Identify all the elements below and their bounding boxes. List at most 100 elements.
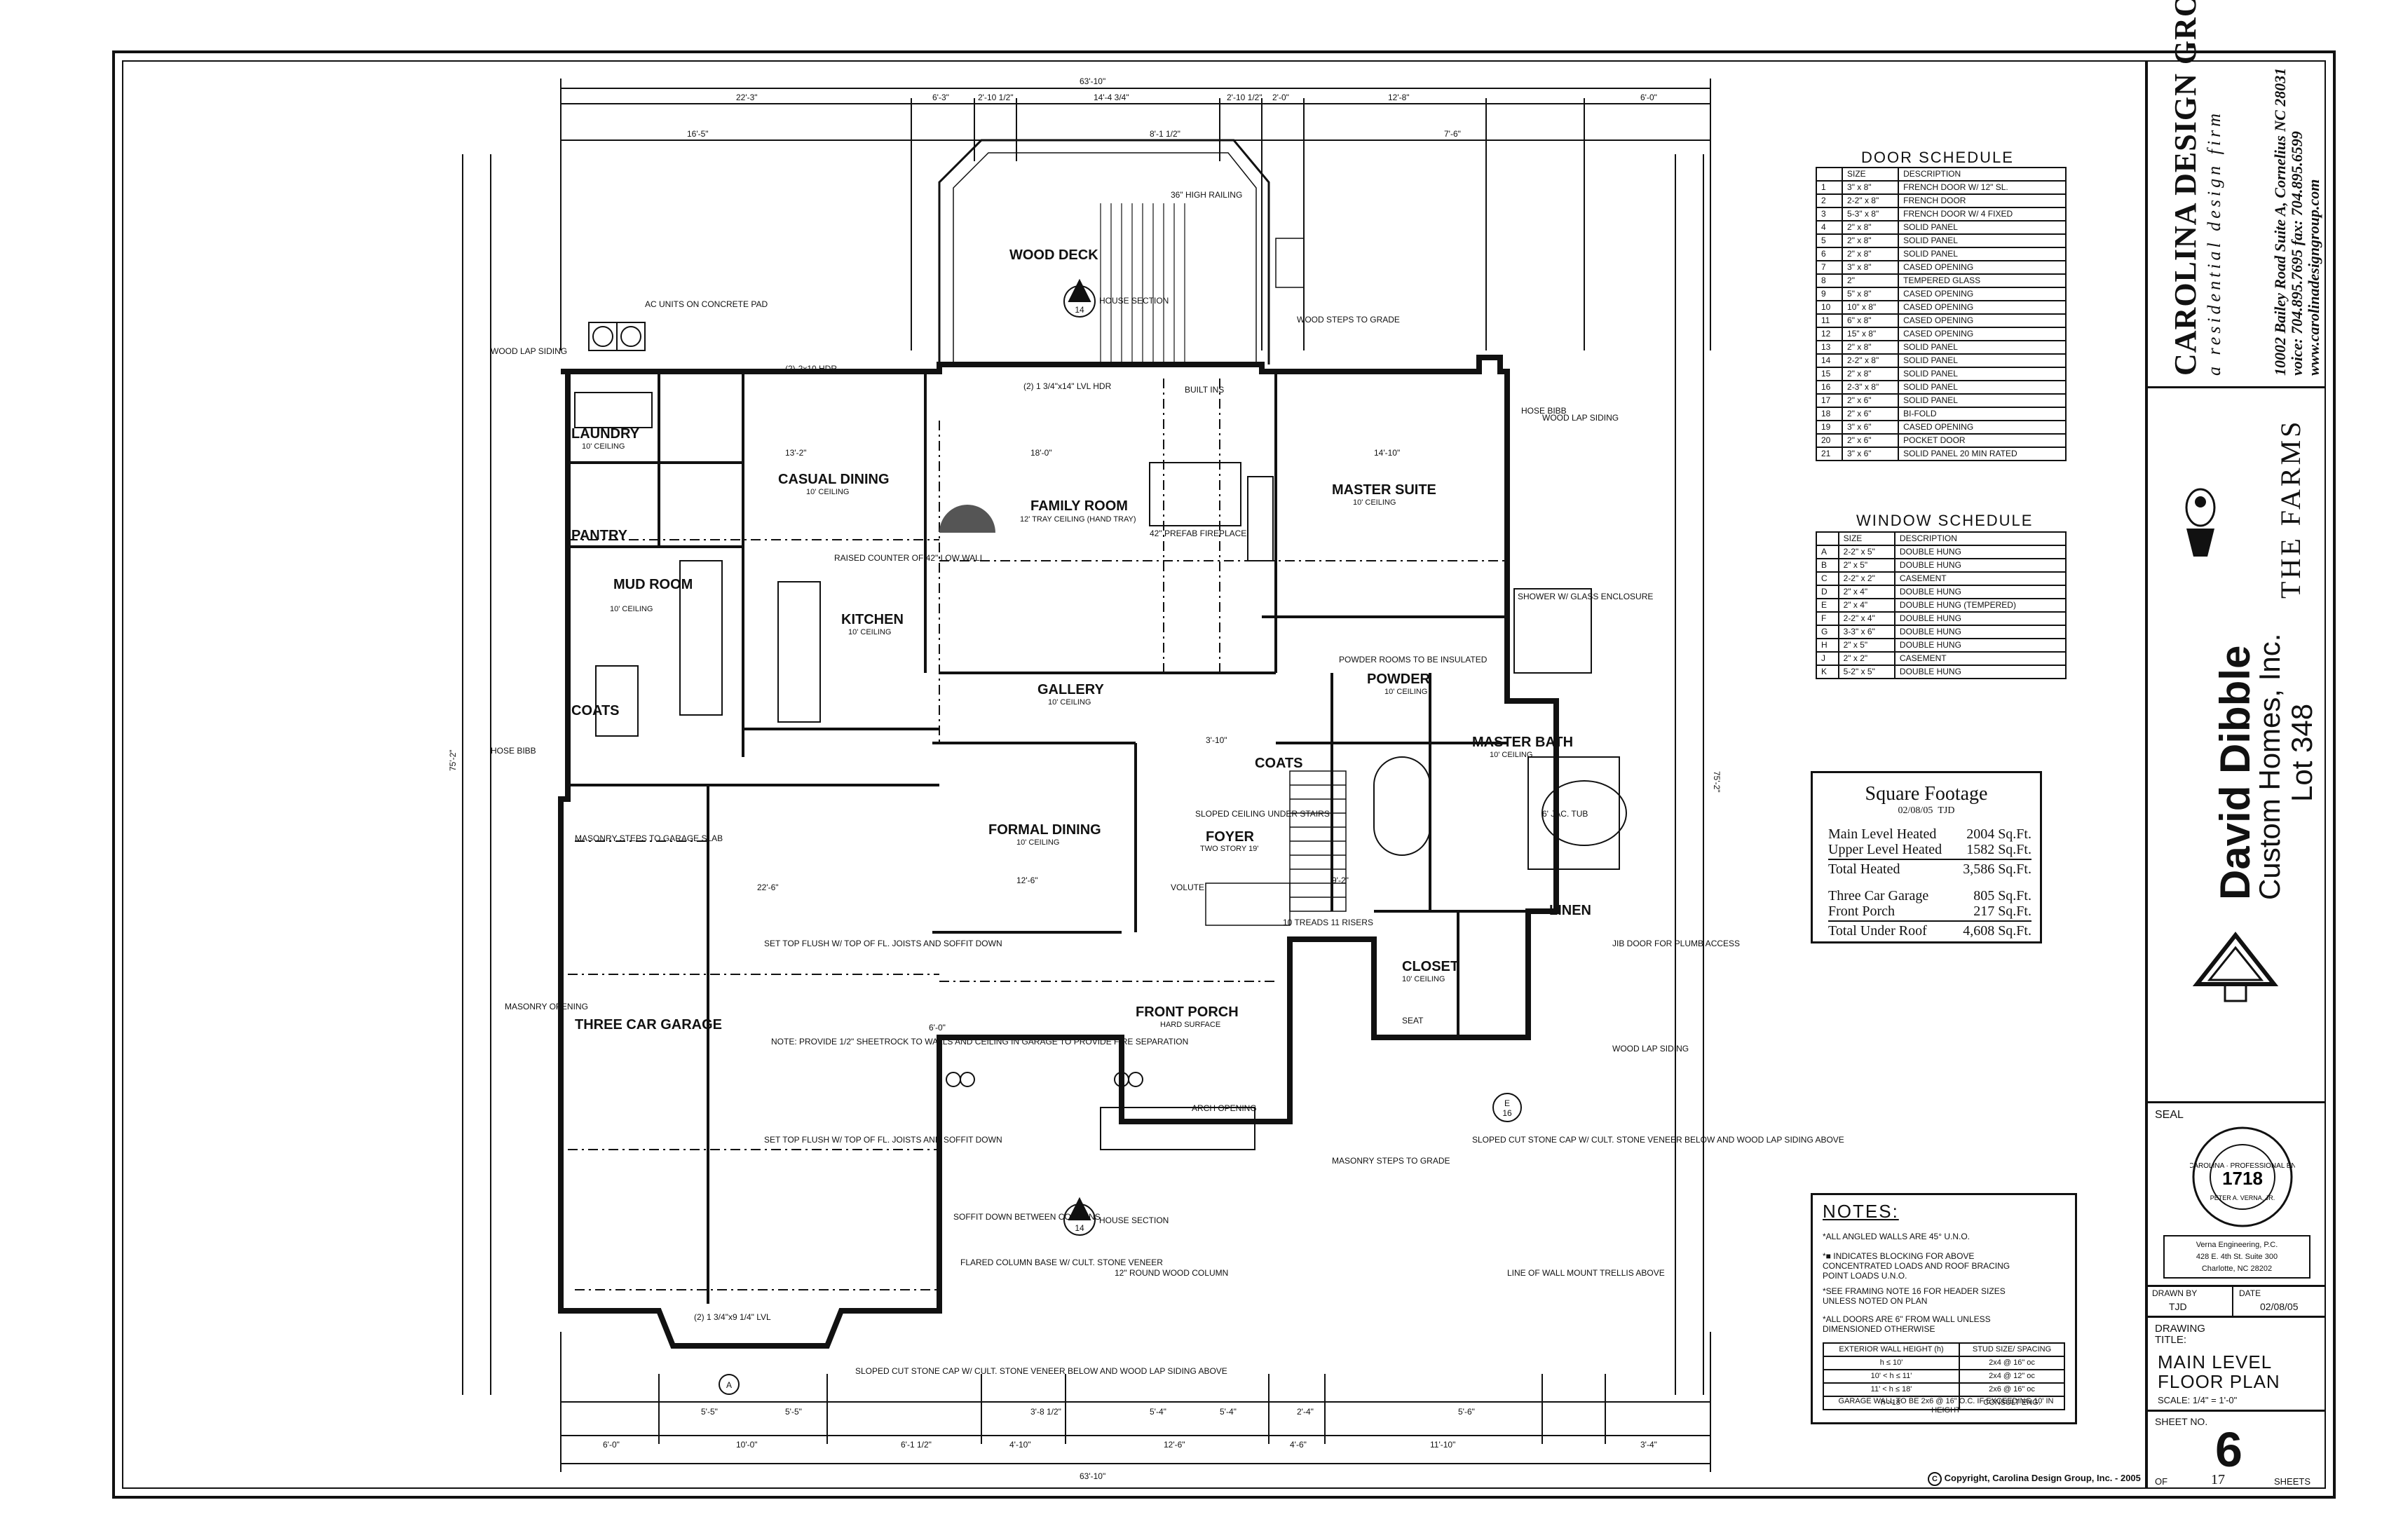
seal-label: SEAL bbox=[2155, 1109, 2184, 1121]
table-cell: DOUBLE HUNG bbox=[1893, 585, 2067, 599]
table-cell: 2" x 8" bbox=[1842, 340, 1900, 355]
drawing-title-line-1: MAIN LEVEL bbox=[2158, 1351, 2273, 1372]
dimension-label: 14'-4 3/4" bbox=[1094, 93, 1129, 102]
table-cell: h >18' bbox=[1822, 1396, 1961, 1410]
drawn-by-cell: DRAWN BY TJD DATE 02/08/05 bbox=[2148, 1287, 2326, 1318]
table-cell: SOLID PANEL bbox=[1898, 220, 2067, 235]
exterior-walls bbox=[558, 355, 1559, 1349]
table-cell: SOLID PANEL bbox=[1898, 353, 2067, 368]
square-footage-box: Square Footage 02/08/05 TJD Main Level H… bbox=[1811, 771, 2042, 943]
seal-engineer-name: PETER A. VERNA, JR. bbox=[2210, 1194, 2275, 1201]
annotation-text: FLARED COLUMN BASE W/ CULT. STONE VENEER bbox=[960, 1258, 1163, 1267]
stud-spacing-table: EXTERIOR WALL HEIGHT (h)STUD SIZE/ SPACI… bbox=[1822, 1342, 2065, 1410]
dimension-label: 6'-3" bbox=[932, 93, 949, 102]
seal-ring-text: NORTH CAROLINA · PROFESSIONAL ENGINEER bbox=[2190, 1162, 2295, 1170]
drawing-title-label: DRAWING TITLE: bbox=[2155, 1323, 2205, 1346]
dimension-label: 75'-2" bbox=[448, 749, 458, 771]
drawn-by-box: DRAWN BY TJD bbox=[2148, 1287, 2233, 1316]
room-ceiling: 10' CEILING bbox=[1353, 498, 1396, 507]
annotation-text: HOUSE SECTION bbox=[1099, 296, 1169, 306]
room-ceiling: 10' CEILING bbox=[848, 628, 891, 636]
table-cell: 2x4 @ 16" oc bbox=[1959, 1356, 2065, 1370]
room-label: FAMILY ROOM bbox=[1030, 498, 1128, 514]
dimension-label: 16'-5" bbox=[687, 129, 709, 139]
date-label: DATE bbox=[2239, 1288, 2261, 1298]
dimension-label: 6'-0" bbox=[1640, 93, 1657, 102]
engineer-block: Verna Engineering, P.C. 428 E. 4th St. S… bbox=[2163, 1235, 2310, 1279]
annotation-text: 6' JAC. TUB bbox=[1542, 809, 1588, 819]
dimension-label: 3'-4" bbox=[1640, 1440, 1657, 1450]
dimension-label: 4'-10" bbox=[1009, 1440, 1031, 1450]
square-footage-date: 02/08/05 TJD bbox=[1898, 805, 1955, 816]
notes-box: NOTES: *ALL ANGLED WALLS ARE 45° U.N.O. … bbox=[1811, 1193, 2077, 1424]
table-cell: 2x6 @ 16" oc bbox=[1959, 1382, 2065, 1397]
client-company: Custom Homes, Inc. bbox=[2253, 633, 2286, 900]
sheet-border-outer bbox=[112, 50, 2336, 1499]
table-header-cell: DESCRIPTION bbox=[1893, 531, 2067, 546]
table-cell: 2" x 6" bbox=[1842, 433, 1900, 448]
table-cell: SOLID PANEL bbox=[1898, 247, 2067, 261]
annotation-text: SOFFIT DOWN BETWEEN COLUMNS bbox=[953, 1212, 1101, 1222]
table-cell: POCKET DOOR bbox=[1898, 433, 2067, 448]
community-name: THE FARMS bbox=[2275, 418, 2306, 599]
table-cell: SOLID PANEL bbox=[1898, 340, 2067, 355]
table-cell: 3" x 8" bbox=[1842, 260, 1900, 275]
section-marker-top bbox=[1063, 278, 1096, 318]
annotation-text: HOSE BIBB bbox=[491, 746, 536, 756]
table-row: 11' < h ≤ 18'2x6 @ 16" oc bbox=[1822, 1382, 2065, 1397]
table-cell: 4 bbox=[1815, 220, 1844, 235]
annotation-text: POWDER ROOMS TO BE INSULATED bbox=[1339, 655, 1488, 665]
beam-lines bbox=[568, 379, 1507, 1290]
section-marker-right bbox=[1492, 1093, 1522, 1122]
table-cell: DOUBLE HUNG (TEMPERED) bbox=[1893, 598, 2067, 613]
room-label: MASTER BATH bbox=[1472, 735, 1573, 750]
table-cell: 9 bbox=[1815, 287, 1844, 301]
firm-web: www.carolinadesigngroup.com bbox=[2305, 179, 2322, 376]
table-cell: CASED OPENING bbox=[1898, 420, 2067, 435]
table-cell: 2" x 6" bbox=[1842, 393, 1900, 408]
firm-name: CAROLINA DESIGN GROUP bbox=[2168, 0, 2203, 376]
annotation-text: MASONRY OPENING bbox=[505, 1002, 588, 1011]
section-marker-labels: A 14 A 14 E 16 A bbox=[726, 291, 1512, 1390]
table-cell: 2-2" x 8" bbox=[1842, 353, 1900, 368]
table-row: 10' < h ≤ 11'2x4 @ 12" oc bbox=[1822, 1369, 2065, 1384]
copyright-text: C Copyright, Carolina Design Group, Inc.… bbox=[1928, 1472, 2141, 1486]
table-cell: E bbox=[1816, 598, 1839, 613]
annotation-text: WOOD LAP SIDING bbox=[1612, 1044, 1689, 1054]
room-label: FORMAL DINING bbox=[988, 822, 1101, 838]
table-cell: CASED OPENING bbox=[1898, 260, 2067, 275]
annotations: AC UNITS ON CONCRETE PAD WOOD LAP SIDING… bbox=[491, 190, 1844, 1376]
table-cell: 13 bbox=[1815, 340, 1844, 355]
dimension-label: 63'-10" bbox=[1080, 76, 1105, 86]
table-cell: DOUBLE HUNG bbox=[1893, 558, 2067, 573]
sheets-label: SHEETS bbox=[2274, 1476, 2311, 1487]
dimension-label: 5'-6" bbox=[1458, 1407, 1475, 1417]
table-cell: 5 bbox=[1815, 233, 1844, 248]
section-marker-sheet: 16 bbox=[1502, 1108, 1512, 1118]
table-row: h >18'CONSULT ENG. bbox=[1822, 1396, 2065, 1410]
table-header-row: EXTERIOR WALL HEIGHT (h)STUD SIZE/ SPACI… bbox=[1822, 1342, 2065, 1357]
room-ceiling: 12' TRAY CEILING (HAND TRAY) bbox=[1020, 515, 1136, 524]
table-cell: 2" x 6" bbox=[1842, 407, 1900, 421]
table-header-cell: SIZE bbox=[1842, 167, 1900, 182]
notes-title: NOTES: bbox=[1823, 1201, 1899, 1222]
dimension-ticks-bottom bbox=[560, 1332, 1711, 1472]
table-cell: DOUBLE HUNG bbox=[1893, 638, 2067, 653]
table-header-cell: EXTERIOR WALL HEIGHT (h) bbox=[1822, 1342, 1961, 1357]
table-cell: 2-2" x 2" bbox=[1837, 571, 1895, 586]
dimension-label: 13'-2" bbox=[785, 448, 807, 458]
room-ceiling: 10' CEILING bbox=[1490, 751, 1532, 759]
table-cell: CASED OPENING bbox=[1898, 313, 2067, 328]
